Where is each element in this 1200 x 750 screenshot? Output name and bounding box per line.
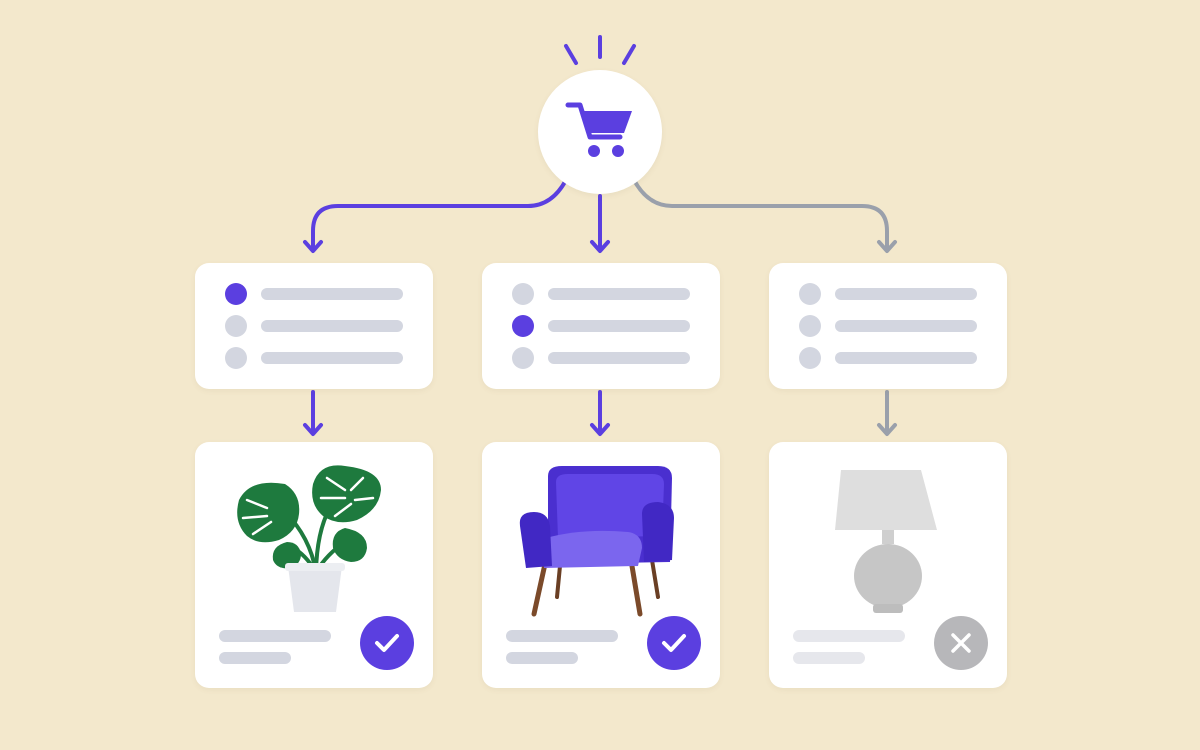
option-label-placeholder <box>835 320 977 332</box>
option-list-3 <box>769 263 1007 389</box>
product-title-placeholder <box>219 630 331 642</box>
armchair-icon <box>519 466 674 617</box>
option-row[interactable] <box>512 347 692 369</box>
connector-hub-to-branch-1 <box>311 178 568 252</box>
option-list-1 <box>195 263 433 389</box>
check-icon <box>375 634 399 652</box>
product-card-lamp[interactable] <box>769 442 1007 688</box>
product-subtitle-placeholder <box>506 652 578 664</box>
option-radio[interactable] <box>225 283 247 305</box>
option-radio[interactable] <box>225 347 247 369</box>
attention-ray-left <box>564 44 578 65</box>
option-label-placeholder <box>261 352 403 364</box>
option-label-placeholder <box>548 288 690 300</box>
option-row[interactable] <box>512 315 692 337</box>
attention-ray-right <box>622 44 636 65</box>
attention-rays <box>564 35 636 65</box>
product-card-armchair[interactable] <box>482 442 720 688</box>
product-title-placeholder <box>793 630 905 642</box>
option-radio[interactable] <box>799 315 821 337</box>
option-label-placeholder <box>835 288 977 300</box>
option-radio[interactable] <box>225 315 247 337</box>
check-icon <box>662 634 686 652</box>
table-lamp-icon <box>835 470 937 613</box>
option-row[interactable] <box>799 347 979 369</box>
option-row[interactable] <box>799 283 979 305</box>
option-row[interactable] <box>512 283 692 305</box>
status-badge <box>647 616 701 670</box>
option-label-placeholder <box>835 352 977 364</box>
option-radio[interactable] <box>799 283 821 305</box>
arrowhead-result-1 <box>303 423 323 436</box>
arrowhead-branch-1 <box>303 240 323 253</box>
status-badge <box>934 616 988 670</box>
option-row[interactable] <box>225 283 405 305</box>
connector-hub-to-branch-3 <box>632 178 889 252</box>
option-label-placeholder <box>261 320 403 332</box>
arrowhead-branch-3 <box>877 240 897 253</box>
option-radio[interactable] <box>512 283 534 305</box>
option-label-placeholder <box>261 288 403 300</box>
option-radio[interactable] <box>512 315 534 337</box>
product-subtitle-placeholder <box>793 652 865 664</box>
option-row[interactable] <box>225 315 405 337</box>
arrowhead-branch-2 <box>590 240 610 253</box>
option-row[interactable] <box>225 347 405 369</box>
product-card-plant[interactable] <box>195 442 433 688</box>
product-subtitle-placeholder <box>219 652 291 664</box>
product-title-placeholder <box>506 630 618 642</box>
close-icon <box>951 633 971 653</box>
potted-plant-icon <box>237 465 381 612</box>
option-list-2 <box>482 263 720 389</box>
option-label-placeholder <box>548 320 690 332</box>
cart-hub <box>538 70 662 194</box>
shopping-cart-icon <box>565 102 632 157</box>
status-badge <box>360 616 414 670</box>
option-label-placeholder <box>548 352 690 364</box>
option-radio[interactable] <box>512 347 534 369</box>
arrowhead-result-3 <box>877 423 897 436</box>
option-row[interactable] <box>799 315 979 337</box>
option-radio[interactable] <box>799 347 821 369</box>
arrowhead-result-2 <box>590 423 610 436</box>
